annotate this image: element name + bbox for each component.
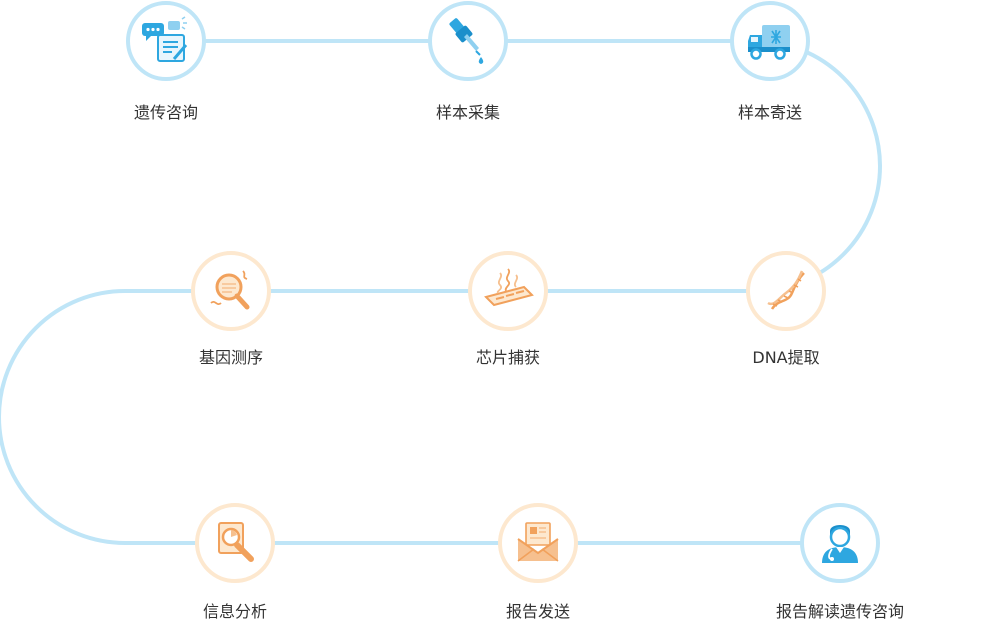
magnifier-dna-icon [210,270,250,310]
step-node-report-delivery[interactable] [498,503,578,583]
step-label: 样本寄送 [737,103,802,122]
step-label: 报告发送 [505,602,570,621]
dna-helix-icon [767,270,805,310]
doctor-icon [822,525,858,563]
step-node-report-interpretation[interactable] [800,503,880,583]
chip-slide-icon [484,268,534,307]
step-node-genetic-counseling[interactable] [126,1,206,81]
envelope-report-icon [517,522,559,562]
step-label: 样本采集 [435,103,500,122]
document-search-icon [218,522,254,562]
step-node-dna-extraction[interactable] [746,251,826,331]
step-label: 信息分析 [202,602,267,621]
step-label: DNA提取 [752,348,820,367]
step-label: 基因测序 [198,348,263,367]
step-label: 遗传咨询 [133,103,198,122]
step-node-gene-sequencing[interactable] [191,251,271,331]
step-node-chip-capture[interactable] [468,251,548,331]
delivery-truck-icon [748,25,790,60]
step-label: 报告解读遗传咨询 [775,602,904,621]
chat-form-icon [142,16,188,62]
step-label: 芯片捕获 [475,348,540,367]
step-node-sample-collection[interactable] [428,1,508,81]
dropper-icon [449,18,484,64]
step-node-data-analysis[interactable] [195,503,275,583]
step-node-sample-shipping[interactable] [730,1,810,81]
